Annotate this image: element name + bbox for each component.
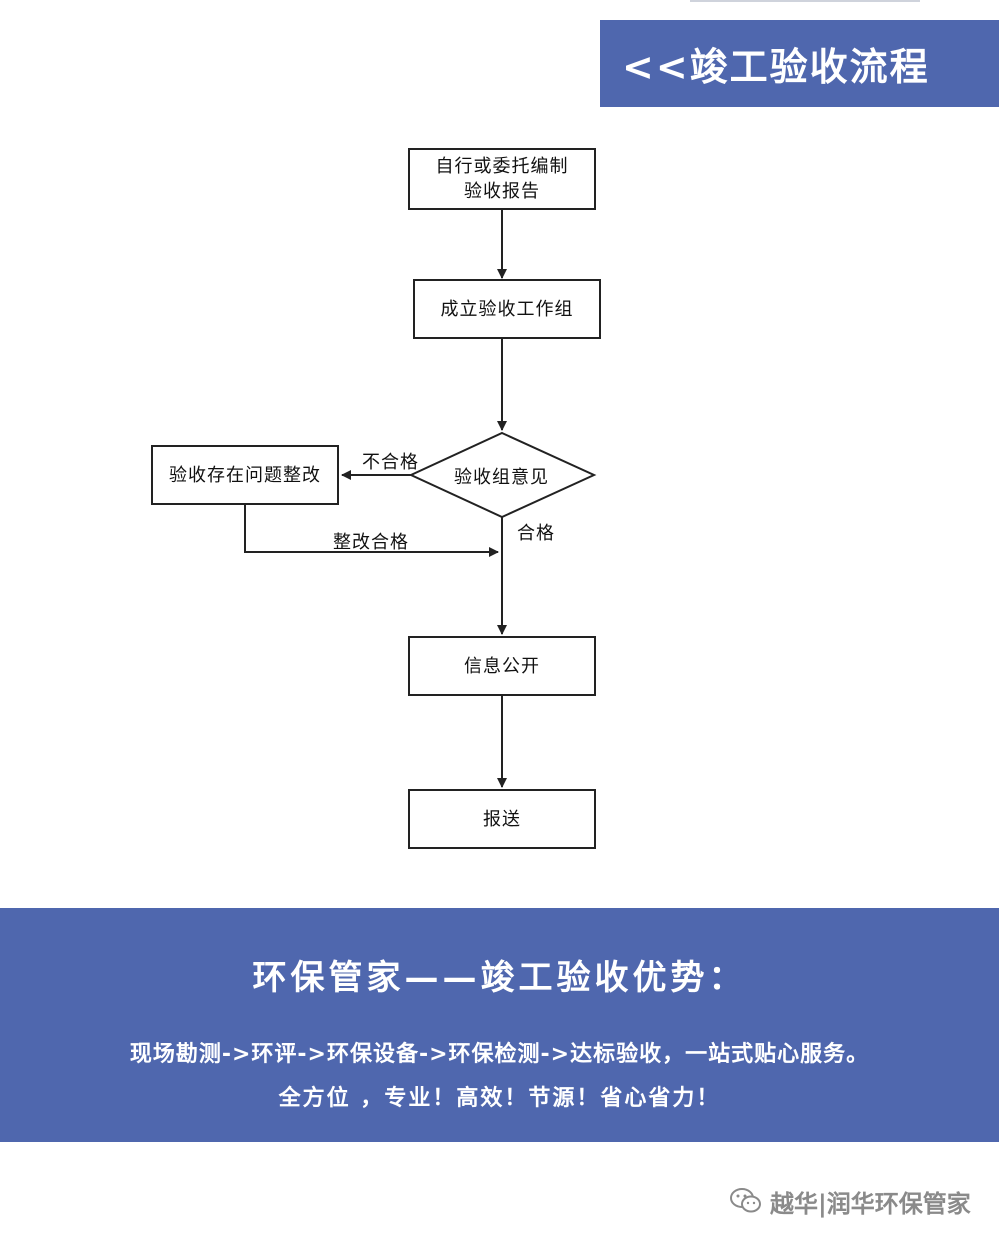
decision-label: 验收组意见 [454, 467, 549, 488]
step-publish-info-label: 信息公开 [464, 655, 540, 677]
arrow-fixed-return [244, 505, 499, 557]
step-compile-report: 自行或委托编制 验收报告 [408, 148, 596, 210]
step-rectify-label: 验收存在问题整改 [169, 464, 321, 486]
step-form-team-label: 成立验收工作组 [440, 298, 574, 320]
step-form-team: 成立验收工作组 [413, 279, 601, 339]
watermark-text: 越华|润华环保管家 [770, 1189, 971, 1218]
advantages-line-2: 全方位 ，专业！高效！节源！省心省力！ [278, 1086, 721, 1111]
step-submit-label: 报送 [483, 808, 521, 830]
fixed-label: 整改合格 [333, 532, 409, 553]
page-title: <<竣工验收流程 [622, 45, 930, 89]
flowchart-connectors [244, 209, 597, 788]
step-rectify: 验收存在问题整改 [151, 445, 339, 505]
advantages-line-1: 现场勘测->环评->环保设备->环保检测->达标验收，一站式贴心服务。 [129, 1042, 870, 1067]
top-divider [690, 0, 920, 2]
flowchart: 自行或委托编制 验收报告 成立验收工作组 验收组意见 验收存在问题整改 不合格 … [151, 148, 601, 849]
wechat-icon [730, 1188, 761, 1213]
title-banner: <<竣工验收流程 [600, 20, 999, 107]
step-compile-report-label: 自行或委托编制 验收报告 [435, 156, 569, 202]
pass-label: 合格 [517, 523, 555, 544]
step-submit: 报送 [408, 789, 596, 849]
step-publish-info: 信息公开 [408, 636, 596, 696]
advantages-banner: 环保管家——竣工验收优势： 现场勘测->环评->环保设备->环保检测->达标验收… [0, 908, 999, 1142]
reject-label: 不合格 [362, 452, 419, 473]
advantages-heading: 环保管家——竣工验收优势： [252, 958, 747, 998]
watermark: 越华|润华环保管家 [730, 1185, 971, 1218]
